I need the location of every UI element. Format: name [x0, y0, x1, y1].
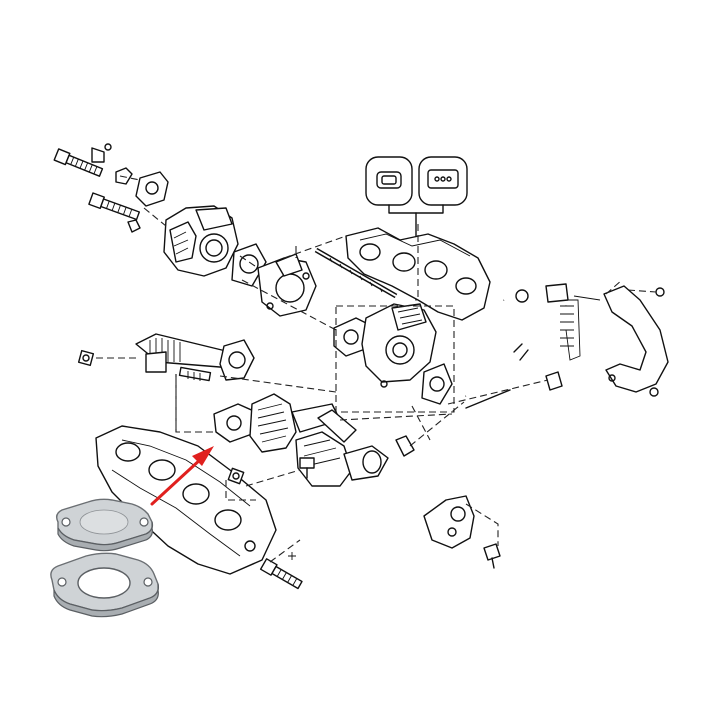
- tube-bolt-right: [178, 366, 212, 382]
- long-bolt-mid: [88, 192, 140, 221]
- pipe-bolt: [545, 371, 563, 391]
- tube-bolt-left: [77, 349, 95, 367]
- nut: [115, 167, 133, 185]
- connector-a-bubble: [365, 156, 413, 206]
- bracket-bolt-top: [655, 287, 665, 297]
- valve-top-cap: [195, 207, 233, 231]
- egr-pipe-right: [464, 283, 665, 409]
- lower-bolts: [227, 467, 303, 590]
- connector-callout: [365, 156, 468, 301]
- connector-b-pin-2: [440, 176, 446, 182]
- upper-bolts: [53, 143, 141, 233]
- egr-cooler: [213, 393, 415, 487]
- throttle-housing: [257, 253, 317, 317]
- flex-tube-flange: [219, 339, 255, 381]
- connector-b-pin-3: [446, 176, 452, 182]
- cylinder-head: [95, 425, 277, 575]
- marker-cross: [288, 552, 296, 560]
- connector-a-icon: [376, 171, 402, 189]
- long-bolt-top: [53, 148, 104, 177]
- assembly-guides: [96, 175, 623, 563]
- red-arrow-icon: [150, 446, 214, 506]
- head-bolt: [259, 558, 303, 590]
- egr-valve-center: [333, 303, 453, 405]
- valve-port: [199, 233, 229, 263]
- cooler-link: [317, 409, 357, 443]
- clamp: [395, 435, 415, 457]
- bracket-body: [603, 285, 669, 393]
- valve-bracket: [135, 171, 169, 207]
- control-rod: [314, 247, 398, 299]
- center-valve-flange: [421, 363, 453, 405]
- mount-body: [423, 495, 475, 549]
- cooler-bolt: [227, 467, 245, 485]
- mount-bolt: [483, 543, 501, 561]
- nut-lower: [127, 219, 141, 233]
- washer-top: [91, 147, 105, 163]
- connector-b-icon: [427, 169, 459, 189]
- mounting-bracket: [423, 495, 501, 569]
- center-valve-actuator: [391, 303, 427, 331]
- small-pin: [104, 143, 112, 151]
- connector-a-pin: [381, 175, 397, 185]
- egr-gasket-icon: [50, 552, 160, 618]
- egr-valve-upper: [135, 171, 267, 287]
- egr-flex-tube: [77, 333, 255, 382]
- connector-b-pin-1: [434, 176, 440, 182]
- sensor: [299, 457, 315, 469]
- pipe-bracket-right: [603, 285, 669, 397]
- egr-blanking-plate-icon: [55, 498, 154, 552]
- connector-bracket: [388, 204, 444, 214]
- cooler-outlet-housing: [295, 431, 353, 487]
